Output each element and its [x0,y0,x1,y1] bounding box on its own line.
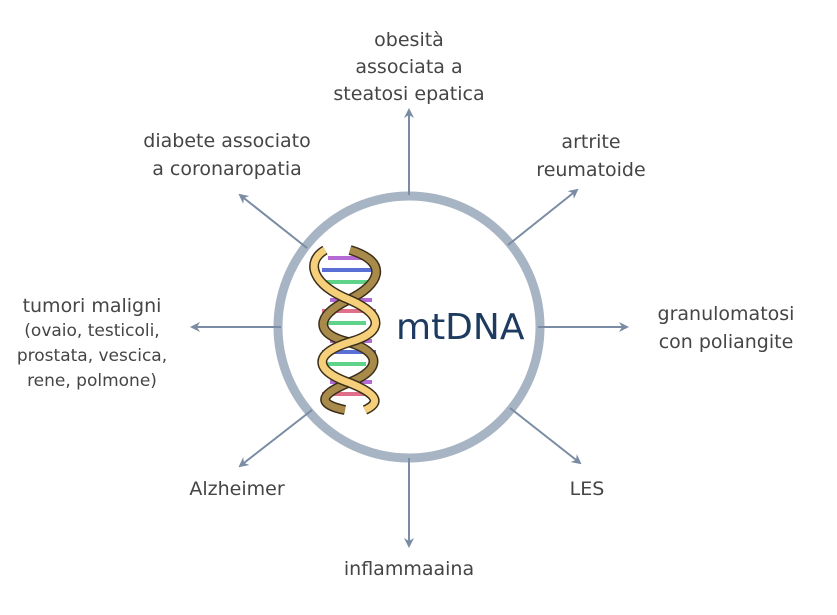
node-label: artrite [561,131,620,153]
arrow-bottom-right [509,407,582,465]
node-bottom-right: LES [570,478,605,500]
node-label: (ovaio, testicoli, [24,321,159,341]
node-left: tumori maligni (ovaio, testicoli, prosta… [17,295,167,391]
node-label: obesità [374,29,444,51]
dna-helix-icon [309,245,382,415]
arrow-bottom-left [238,409,313,468]
node-label: steatosi epatica [333,83,484,105]
node-bottom: inflammaaina [344,558,474,580]
node-label: diabete associato [143,130,310,152]
node-label: rene, polmone) [27,371,157,391]
node-label: granulomatosi [658,303,795,325]
node-label: prostata, vescica, [17,346,167,366]
node-top: obesità associata a steatosi epatica [333,29,484,105]
node-bottom-left: Alzheimer [189,478,284,500]
node-label: reumatoide [536,159,645,181]
arrow-top-left [238,193,308,249]
node-label: tumori maligni [23,295,162,317]
node-label: a coronaropatia [152,158,302,180]
node-right: granulomatosi con poliangite [658,303,795,353]
center-label: mtDNA [396,307,525,348]
node-top-right: artrite reumatoide [536,131,645,181]
node-top-left: diabete associato a coronaropatia [143,130,310,180]
node-label: con poliangite [659,331,794,353]
node-label: associata a [355,56,462,78]
arrow-top-right [507,188,579,246]
